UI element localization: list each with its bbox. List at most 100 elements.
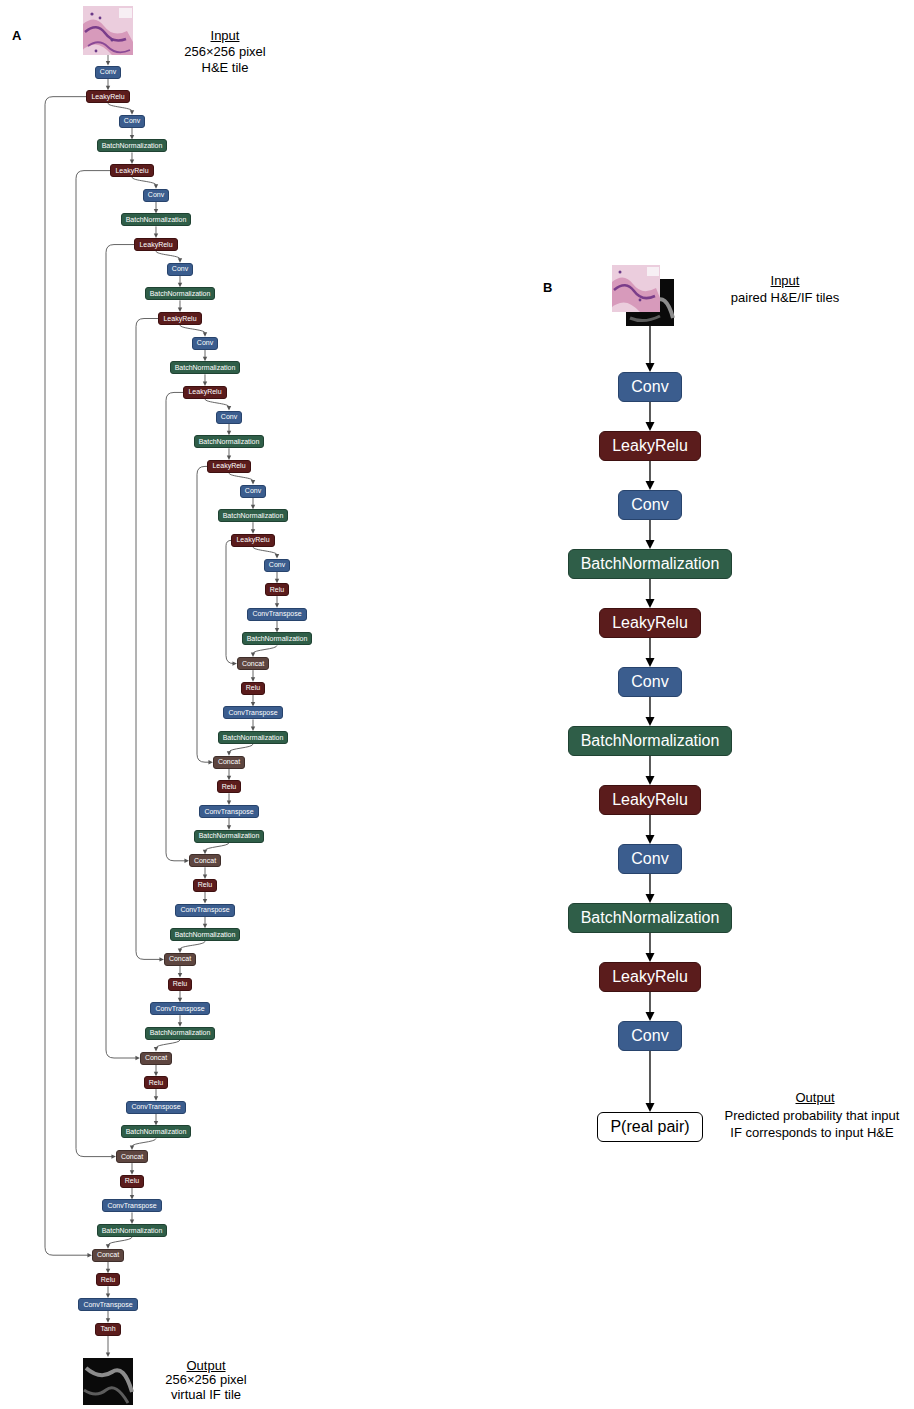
flow-line [253,695,254,703]
flow-arrow [649,874,650,896]
layer-box: ConvTranspose [102,1199,161,1212]
flow-line [205,917,206,925]
he-tile [612,265,660,312]
layer-name: BatchNormalization [126,216,187,224]
layer-box: Concat [189,854,221,867]
layer-box: BatchNormalization [242,632,313,645]
layer-box: LeakyRelu [86,90,129,103]
he-nucleus [95,50,98,53]
he-tissue [83,19,133,55]
if-signal [84,1388,128,1403]
layer-name: LeakyRelu [612,791,688,809]
layer-name: LeakyRelu [236,536,269,544]
flow-line [204,374,205,382]
arrowhead [645,658,654,667]
arrowhead [645,599,654,608]
arrowhead [645,422,654,431]
flow-line [253,719,254,727]
flow-line [253,670,254,678]
arrowhead [645,953,654,962]
layer-name: BatchNormalization [247,635,308,643]
layer-name: ConvTranspose [204,808,253,816]
he-nucleus [619,271,622,274]
flow-line [229,424,230,432]
arrowhead [106,61,110,66]
flow-line [132,177,156,185]
flow-line [156,251,180,259]
flow-line [229,744,253,752]
layer-name: ConvTranspose [155,1005,204,1013]
layer-name: BatchNormalization [199,438,260,446]
arrowhead [251,480,255,485]
layer-name: BatchNormalization [102,1227,163,1235]
flow-line [205,892,206,900]
layer-box: ConvTranspose [175,904,234,917]
panel-letter: A [12,28,21,44]
he-lumen [647,267,659,276]
layer-name: Conv [100,68,116,76]
skip-connection [136,319,160,960]
flow-line [108,79,109,87]
flow-line [229,818,230,826]
if-signal [630,316,660,321]
layer-box: BatchNormalization [145,287,216,300]
layer-name: Concat [145,1054,167,1062]
layer-name: Conv [172,265,188,273]
layer-box: Relu [144,1076,168,1089]
layer-name: Tanh [100,1325,115,1333]
arrowhead [645,481,654,490]
flow-line [132,128,133,136]
layer-box: BatchNormalization [194,830,265,843]
layer-box: ConvTranspose [247,608,306,621]
layer-box: Concat [213,756,245,769]
layer-name: Conv [631,673,668,691]
layer-name: Conv [197,339,213,347]
flow-line [155,226,156,234]
layer-box: Conv [192,337,218,350]
layer-box: LeakyRelu [183,386,226,399]
layer-name: ConvTranspose [252,610,301,618]
he-tissue [612,277,660,312]
layer-name: Relu [101,1276,115,1284]
flow-line [131,152,132,160]
panel-heading: Output [735,1090,895,1106]
skip-connection [45,97,88,1256]
layer-box: Conv [264,559,290,572]
flow-arrow [649,1051,650,1105]
layer-name: Relu [149,1079,163,1087]
layer-box: BatchNormalization [121,1125,192,1138]
skip-connection [76,171,112,1157]
layer-box: BatchNormalization [218,509,289,522]
layer-name: LeakyRelu [612,437,688,455]
layer-box: LeakyRelu [134,238,177,251]
input-line [108,55,109,62]
he-epithelium [614,285,655,298]
flow-line [277,621,278,629]
layer-name: Relu [198,881,212,889]
layer-box: Concat [164,953,196,966]
he-epithelium [85,27,126,40]
layer-box: LeakyRelu [599,962,701,992]
layer-box: BatchNormalization [121,213,192,226]
layer-name: Conv [631,496,668,514]
layer-box: LeakyRelu [599,431,701,461]
layer-name: LeakyRelu [115,167,148,175]
flow-line [108,1237,132,1245]
flow-line [108,1262,109,1270]
flow-line [108,103,132,111]
flow-line [180,1015,181,1023]
layer-box: BatchNormalization [568,549,733,579]
layer-name: Conv [631,1027,668,1045]
arrowhead [203,332,207,337]
layer-name: Concat [194,857,216,865]
layer-name: Conv [124,117,140,125]
layer-name: BatchNormalization [102,142,163,150]
layer-box: Conv [240,485,266,498]
layer-name: Relu [270,586,284,594]
flow-arrow [649,756,650,778]
if-tile [83,1358,133,1405]
layer-box: BatchNormalization [568,903,733,933]
skip-connection [197,466,209,762]
flow-line [205,843,229,851]
